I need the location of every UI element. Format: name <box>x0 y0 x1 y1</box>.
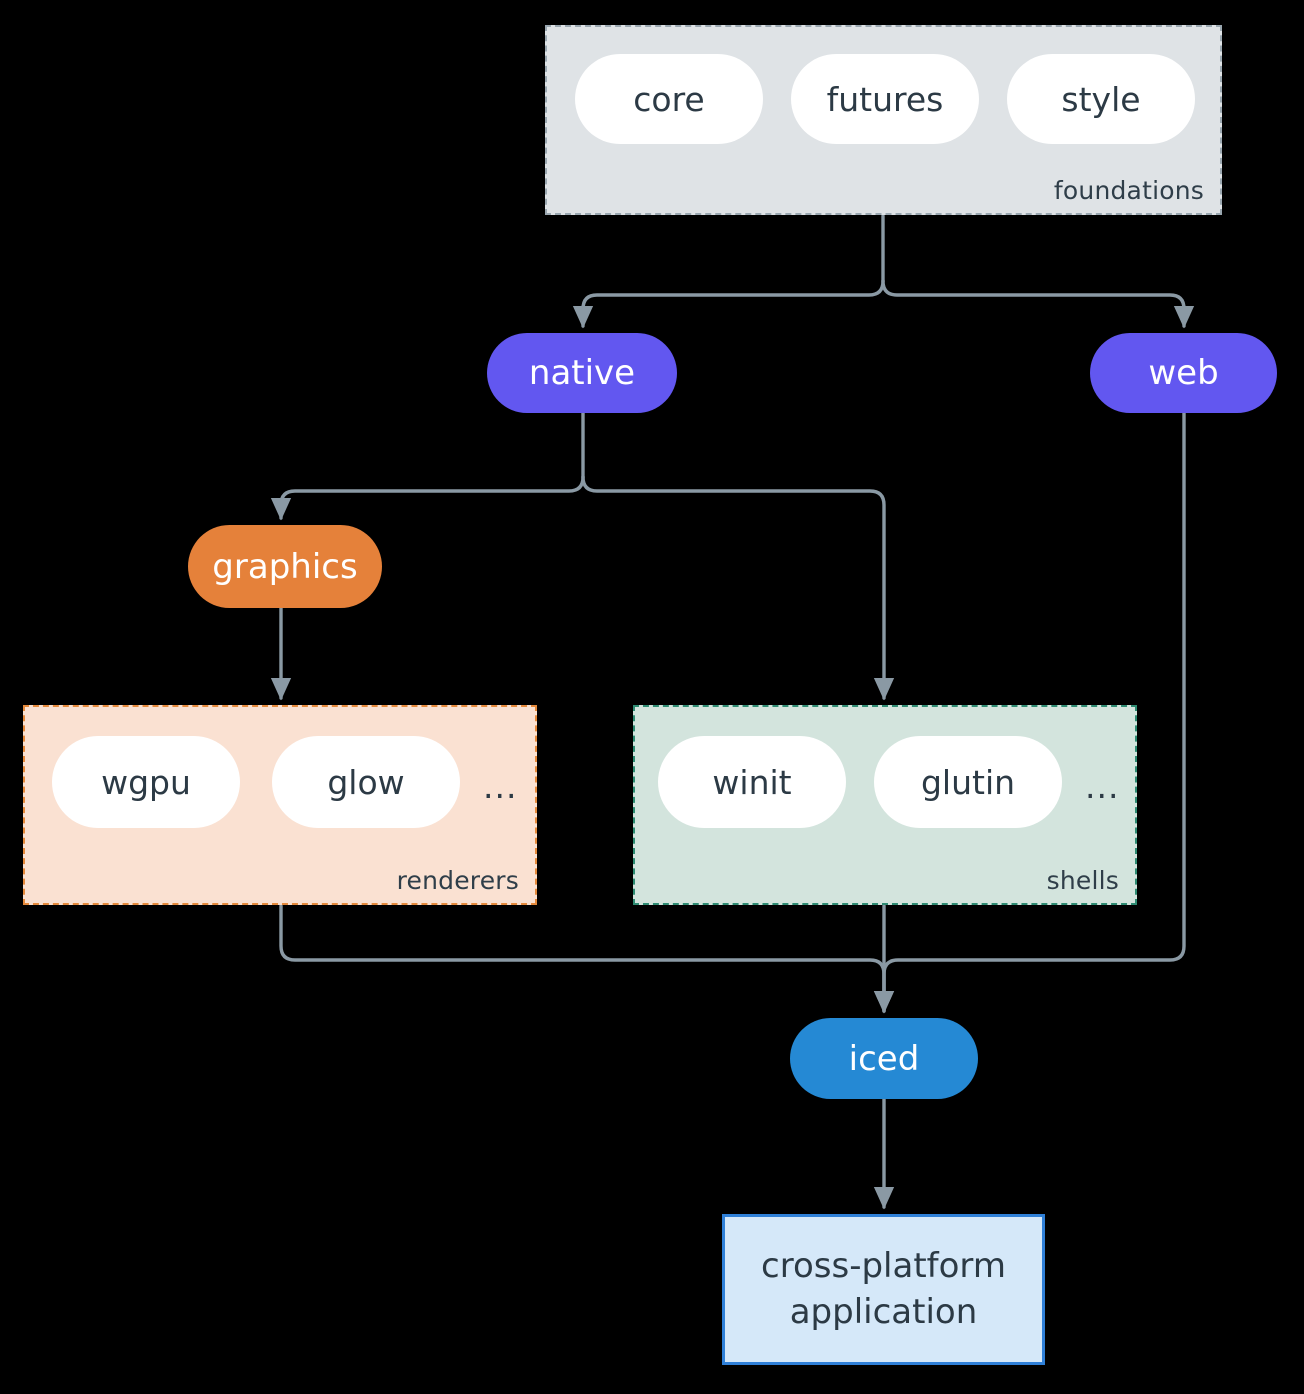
node-winit[interactable]: winit <box>658 736 846 828</box>
edge-renderers-to-iced <box>279 904 895 1014</box>
node-native-label: native <box>528 353 636 393</box>
node-glutin[interactable]: glutin <box>874 736 1062 828</box>
group-shells[interactable]: winit glutin ... shells <box>633 705 1137 905</box>
node-style-label: style <box>1061 79 1141 119</box>
node-futures-label: futures <box>826 79 944 119</box>
application-label-line1: cross-platform <box>761 1245 1006 1286</box>
node-web[interactable]: web <box>1090 333 1277 413</box>
renderers-more-indicator: ... <box>483 767 518 806</box>
node-wgpu-label: wgpu <box>101 762 191 802</box>
node-graphics-label: graphics <box>212 546 358 587</box>
node-iced-label: iced <box>848 1038 920 1079</box>
node-cross-platform-application[interactable]: cross-platform application <box>722 1214 1045 1365</box>
node-iced[interactable]: iced <box>790 1018 978 1099</box>
edge-native-to-graphics <box>270 475 585 521</box>
node-core-label: core <box>633 79 705 119</box>
group-renderers-label: renderers <box>396 866 519 895</box>
node-style[interactable]: style <box>1007 54 1195 144</box>
shells-more-indicator: ... <box>1085 767 1120 806</box>
node-core[interactable]: core <box>575 54 763 144</box>
node-web-label: web <box>1148 353 1219 393</box>
node-graphics[interactable]: graphics <box>188 525 382 608</box>
node-glow-label: glow <box>327 762 405 802</box>
node-glutin-label: glutin <box>920 762 1016 802</box>
node-futures[interactable]: futures <box>791 54 979 144</box>
node-native[interactable]: native <box>487 333 677 413</box>
group-shells-label: shells <box>1046 866 1119 895</box>
edge-native-to-shells <box>581 475 895 701</box>
edge-foundations-to-web <box>881 279 1195 329</box>
group-renderers[interactable]: wgpu glow ... renderers <box>23 705 537 905</box>
node-winit-label: winit <box>712 762 792 802</box>
application-label-line2: application <box>789 1291 978 1332</box>
edge-foundations-to-native <box>572 279 885 329</box>
group-foundations[interactable]: core futures style foundations <box>545 25 1222 215</box>
node-glow[interactable]: glow <box>272 736 460 828</box>
node-wgpu[interactable]: wgpu <box>52 736 240 828</box>
group-foundations-label: foundations <box>1053 176 1204 205</box>
